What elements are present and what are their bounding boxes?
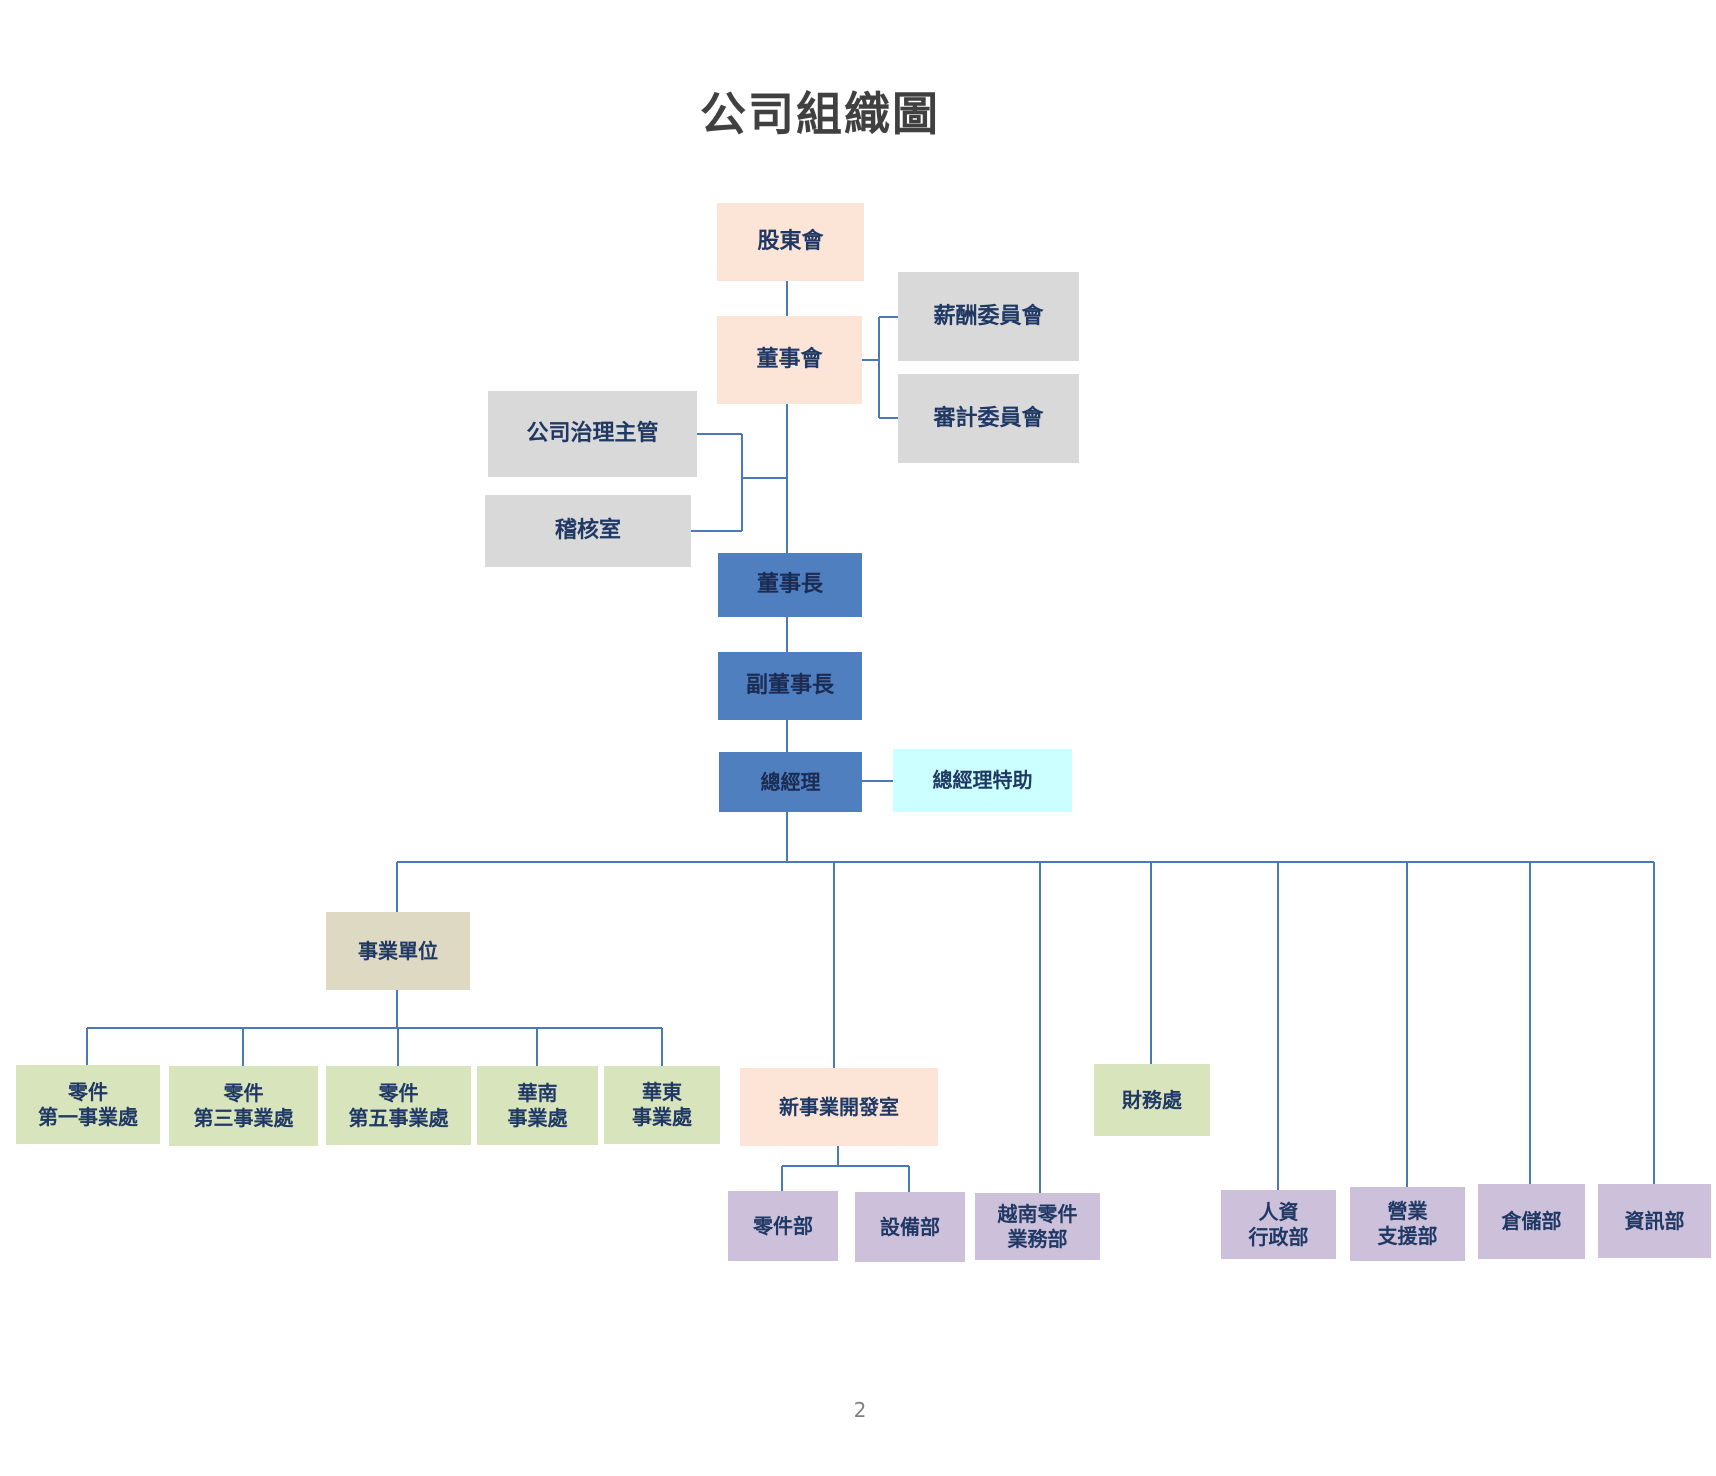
node-equipment-dept: 設備部	[855, 1192, 965, 1262]
node-finance: 財務處	[1094, 1064, 1210, 1136]
node-vice-chairman: 副董事長	[718, 652, 862, 720]
node-board: 董事會	[717, 316, 862, 404]
node-hr-admin: 人資 行政部	[1221, 1190, 1336, 1259]
node-parts-dept: 零件部	[728, 1191, 838, 1261]
node-audit-office: 稽核室	[485, 495, 691, 567]
node-audit-committee: 審計委員會	[898, 374, 1079, 463]
node-warehouse: 倉儲部	[1478, 1184, 1585, 1259]
node-new-business-office: 新事業開發室	[740, 1068, 938, 1146]
page-number: 2	[853, 1398, 867, 1422]
node-parts-div-1: 零件 第一事業處	[16, 1065, 160, 1144]
node-vietnam-parts-dept: 越南零件 業務部	[975, 1193, 1100, 1260]
node-parts-div-5: 零件 第五事業處	[326, 1066, 471, 1145]
page-title: 公司組織圖	[700, 87, 940, 141]
node-shareholders: 股東會	[717, 203, 864, 281]
node-compensation-committee: 薪酬委員會	[898, 272, 1079, 361]
node-gm-assistant: 總經理特助	[893, 749, 1072, 812]
node-general-manager: 總經理	[719, 752, 862, 812]
node-chairman: 董事長	[718, 553, 862, 617]
node-east-china-div: 華東 事業處	[604, 1066, 720, 1144]
node-governance-officer: 公司治理主管	[488, 391, 697, 477]
node-it-dept: 資訊部	[1598, 1184, 1711, 1258]
node-parts-div-3: 零件 第三事業處	[169, 1066, 318, 1146]
node-business-units: 事業單位	[326, 912, 470, 990]
node-south-china-div: 華南 事業處	[477, 1066, 598, 1145]
node-sales-support: 營業 支援部	[1350, 1187, 1465, 1261]
